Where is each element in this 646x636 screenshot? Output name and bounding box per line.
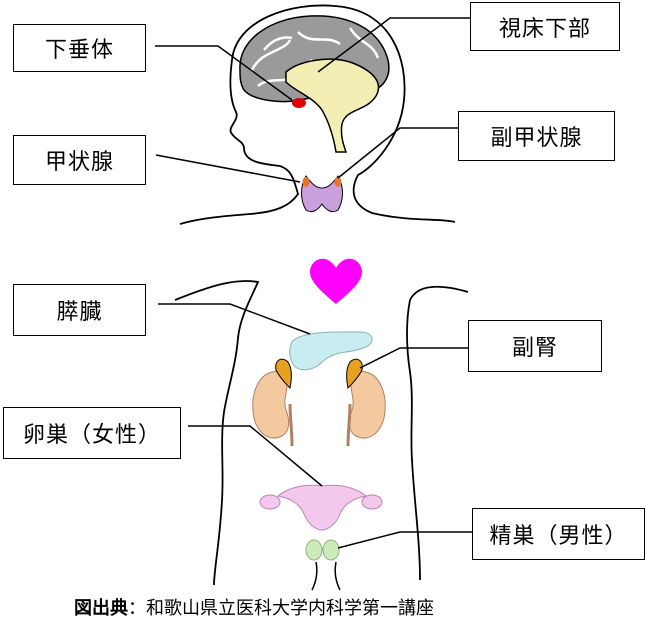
ovary-left [259,494,281,510]
torso-left-outline [174,280,260,586]
ureter-right [346,403,352,447]
leader-parathyroid [337,127,458,179]
adrenal-left [275,358,292,390]
label-testis: 精巣（男性） [472,508,645,560]
label-thyroid: 甲状腺 [13,135,146,185]
leg-lines [311,561,341,591]
leader-pituitary [155,45,293,101]
leader-adrenal [359,347,468,369]
leader-thyroid [155,154,301,183]
pancreas [289,331,373,371]
parathyroid-right [334,177,342,187]
label-hypothalamus: 視床下部 [470,2,620,51]
leader-testis [337,531,472,549]
label-ovary: 卵巣（女性） [3,407,181,459]
leader-ovary [188,425,323,487]
source-text: ：和歌山県立医科大学内科学第一講座 [128,598,434,619]
pituitary-gland [292,98,306,108]
uterus [276,484,368,531]
heart [310,258,362,304]
ureter-left [288,403,294,447]
thyroid-gland [301,175,343,213]
brainstem [285,58,380,153]
label-adrenal: 副腎 [468,320,602,372]
torso-right-outline [406,285,469,581]
testis-left [305,539,323,561]
adrenal-right [346,358,363,390]
leader-hypothalamus [317,17,470,73]
source-credit: 図出典：和歌山県立医科大学内科学第一講座 [74,594,434,620]
leader-pancreas [158,303,311,335]
head-outline [231,4,456,223]
parathyroid-left [302,177,310,187]
testis-right [322,539,340,561]
label-pancreas: 膵臓 [13,284,146,336]
ovary-right [361,494,383,510]
label-pituitary: 下垂体 [13,24,146,72]
source-prefix: 図出典 [74,598,128,619]
face-outline [179,59,299,225]
brain-folds [250,27,380,88]
label-parathyroid: 副甲状腺 [458,111,615,161]
